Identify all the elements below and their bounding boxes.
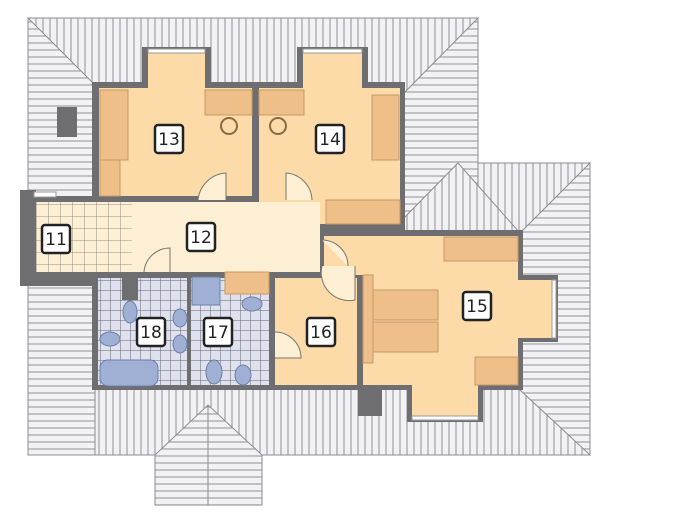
room-label-16: 16	[305, 316, 337, 348]
sink-icon	[172, 308, 188, 328]
svg-text:15: 15	[466, 297, 488, 317]
room-label-17: 17	[202, 316, 234, 348]
svg-text:12: 12	[190, 228, 212, 248]
toilet-icon	[205, 359, 223, 385]
room-label-15: 15	[461, 290, 493, 322]
svg-text:17: 17	[207, 323, 229, 343]
bidet-icon	[234, 364, 252, 386]
windows	[33, 48, 557, 421]
svg-text:13: 13	[158, 130, 180, 150]
shower-icon	[191, 276, 221, 306]
chimney-2	[358, 388, 382, 416]
svg-text:18: 18	[140, 323, 162, 343]
bathtub-icon	[99, 359, 159, 387]
room-labels: 11 12 13 14 15 16 17 18	[40, 123, 493, 348]
room-label-11: 11	[40, 223, 72, 255]
room-label-14: 14	[314, 123, 346, 155]
sink-icon	[241, 296, 263, 312]
chimney	[57, 107, 77, 137]
bathroom-fixtures	[99, 276, 263, 387]
furniture	[99, 89, 519, 386]
toilet-icon	[122, 300, 138, 324]
sink-icon	[172, 334, 188, 354]
room-label-18: 18	[135, 316, 167, 348]
room-label-12: 12	[185, 221, 217, 253]
svg-text:16: 16	[310, 323, 332, 343]
bidet-icon	[99, 331, 121, 347]
svg-text:11: 11	[45, 230, 67, 250]
room-label-13: 13	[153, 123, 185, 155]
doors	[143, 172, 356, 359]
svg-text:14: 14	[319, 130, 341, 150]
